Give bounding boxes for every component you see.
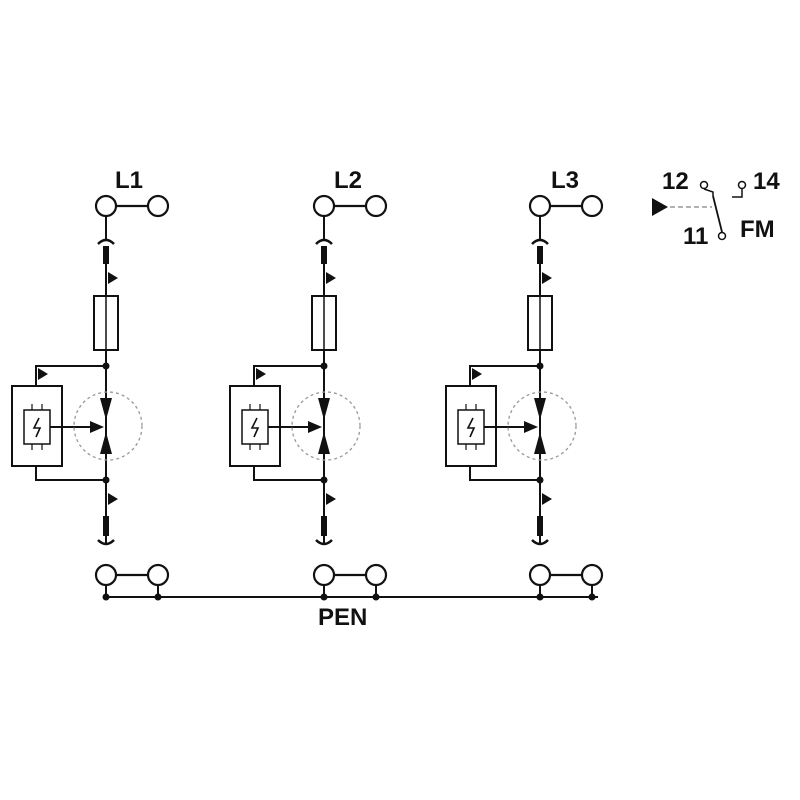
label-pen: PEN [318,604,368,631]
label-l2: L2 [334,167,363,194]
label-t12: 12 [662,168,689,195]
branch-l2 [228,194,388,602]
label-l1: L1 [115,167,144,194]
label-l3: L3 [551,167,580,194]
fm-contact-symbol [652,180,747,241]
label-fm: FM [740,216,775,243]
branch-l3 [444,194,604,602]
label-t14: 14 [753,168,780,195]
label-t11: 11 [683,223,709,250]
branch-l1 [10,194,170,602]
